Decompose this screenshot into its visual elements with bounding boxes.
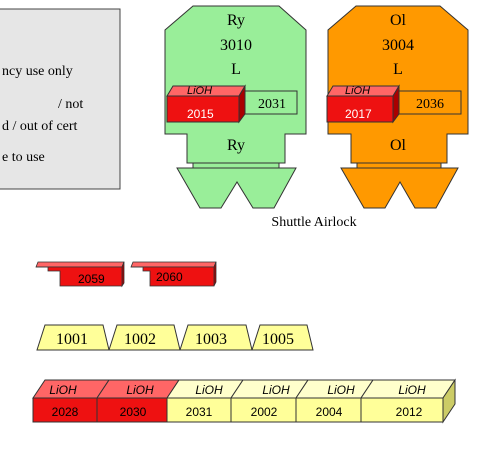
suit-ry[interactable]: Ry 3010 L LiOH 2015 2031 Ry [164,5,307,209]
suit-number: 3010 [220,37,252,54]
lioh-cell[interactable]: LiOH 2002 [230,383,297,423]
red-item[interactable]: 2059 [35,261,125,288]
suit-ol[interactable]: Ol 3004 L LiOH 2017 2036 Ol [326,5,469,209]
lioh-cell-number: 2012 [396,405,423,419]
lioh-cell-label: LiOH [398,383,426,397]
tray[interactable]: 1001 [36,324,110,351]
cartridge-number: 2036 [416,97,444,112]
lioh-cell-number: 2030 [120,405,147,419]
lioh-canister[interactable]: LiOH 2017 [326,84,400,124]
canister-number: 2017 [345,107,372,121]
tray[interactable]: 1003 [179,324,253,351]
canister-label: LiOH [187,85,212,97]
suit-top-code: Ol [390,12,407,29]
cartridge-number: 2031 [258,97,286,112]
red-item[interactable]: 2060 [130,261,217,287]
red-item-number: 2059 [78,272,105,286]
tray[interactable]: 1005 [251,324,314,351]
tray-number: 1001 [56,331,88,348]
lioh-storage-row [32,378,456,424]
tray-number: 1002 [124,331,156,348]
lioh-cell[interactable]: LiOH 2030 [96,383,168,423]
lioh-cell-number: 2028 [52,405,79,419]
lioh-cell-label: LiOH [126,383,154,397]
lioh-cell[interactable]: LiOH 2031 [166,383,232,423]
legend-line-2: / not [58,97,83,112]
legend-line-4: e to use [2,150,45,165]
tray-number: 1003 [195,331,227,348]
legend-box: ncy use only / not d / out of cert e to … [0,8,121,190]
lioh-cell-label: LiOH [262,383,290,397]
lioh-cell-label: LiOH [195,383,223,397]
airlock-label: Shuttle Airlock [271,215,356,230]
canister-number: 2015 [187,107,214,121]
lioh-cell-label: LiOH [327,383,355,397]
tray[interactable]: 1002 [108,324,181,351]
lioh-cell-number: 2002 [251,405,278,419]
suit-number: 3004 [382,37,414,54]
lioh-cell[interactable]: LiOH 2028 [32,383,98,423]
lioh-cell-number: 2004 [316,405,343,419]
suit-side: L [231,61,241,78]
suit-bottom-code: Ry [227,137,245,154]
suit-side: L [393,61,403,78]
legend-line-1: ncy use only [2,64,73,79]
lioh-cell[interactable]: LiOH 2004 [295,383,362,423]
lioh-cell[interactable]: LiOH 2012 [360,383,444,423]
legend-line-3: d / out of cert [2,119,78,134]
lioh-cell-label: LiOH [49,383,77,397]
lioh-canister[interactable]: LiOH 2015 [166,84,246,124]
cartridge[interactable]: 2031 [244,90,298,115]
cartridge[interactable]: 2036 [398,90,462,115]
suit-bottom-code: Ol [390,137,407,154]
red-item-number: 2060 [156,270,183,284]
lioh-cell-number: 2031 [186,405,213,419]
suit-top-code: Ry [227,12,245,29]
tray-number: 1005 [262,331,294,348]
canister-label: LiOH [345,85,370,97]
